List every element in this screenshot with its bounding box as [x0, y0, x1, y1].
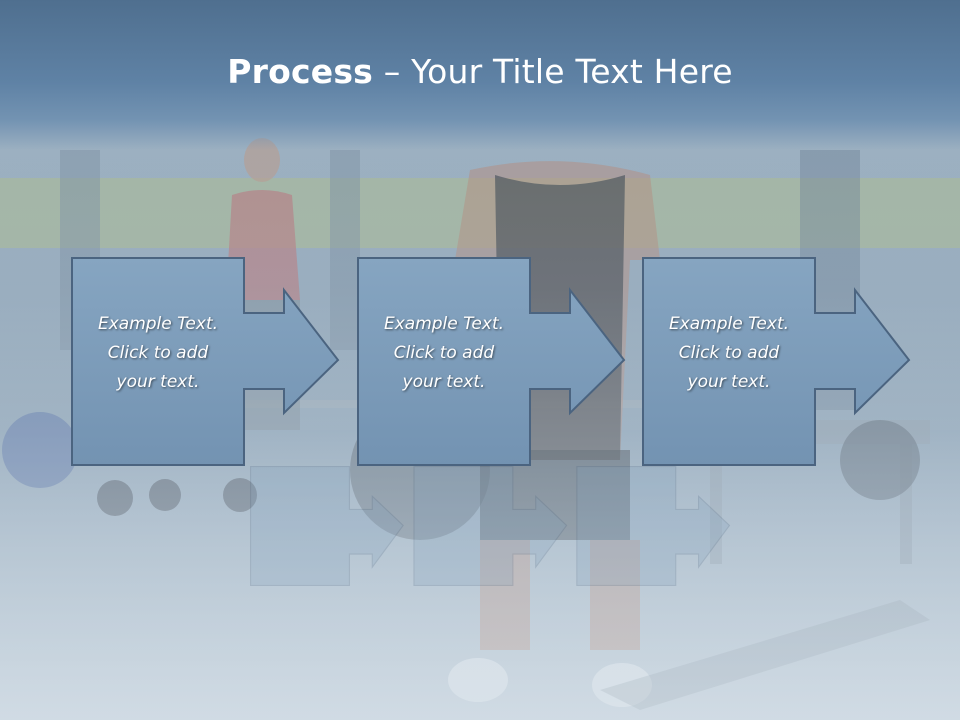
- step-3-line-2: Click to add: [678, 343, 780, 363]
- step-1-text: Example Text. Click to add your text.: [72, 310, 244, 397]
- step-3-line-1: Example Text.: [668, 314, 790, 334]
- step-1-line-2: Click to add: [107, 343, 209, 363]
- step-1-line-1: Example Text.: [97, 314, 219, 334]
- title-band: [0, 0, 960, 150]
- step-2-line-3: your text.: [402, 372, 486, 392]
- step-1-line-3: your text.: [116, 372, 200, 392]
- process-step-2[interactable]: Example Text. Click to add your text.: [356, 256, 628, 468]
- step-2-line-1: Example Text.: [383, 314, 505, 334]
- step-3-text: Example Text. Click to add your text.: [643, 310, 815, 397]
- arrow-callout-shape: [71, 257, 340, 466]
- slide-title-bold: Process: [227, 52, 374, 91]
- step-2-text: Example Text. Click to add your text.: [358, 310, 530, 397]
- arrow-callout-shape: [642, 257, 911, 466]
- process-step-1[interactable]: Example Text. Click to add your text.: [70, 256, 342, 468]
- step-3-line-3: your text.: [687, 372, 771, 392]
- arrow-callout-shape: [357, 257, 626, 466]
- slide-title[interactable]: Process – Your Title Text Here: [0, 52, 960, 91]
- slide-title-rest: – Your Title Text Here: [373, 52, 733, 91]
- process-step-3[interactable]: Example Text. Click to add your text.: [641, 256, 913, 468]
- steps-reflection: [250, 466, 731, 586]
- step-2-line-2: Click to add: [393, 343, 495, 363]
